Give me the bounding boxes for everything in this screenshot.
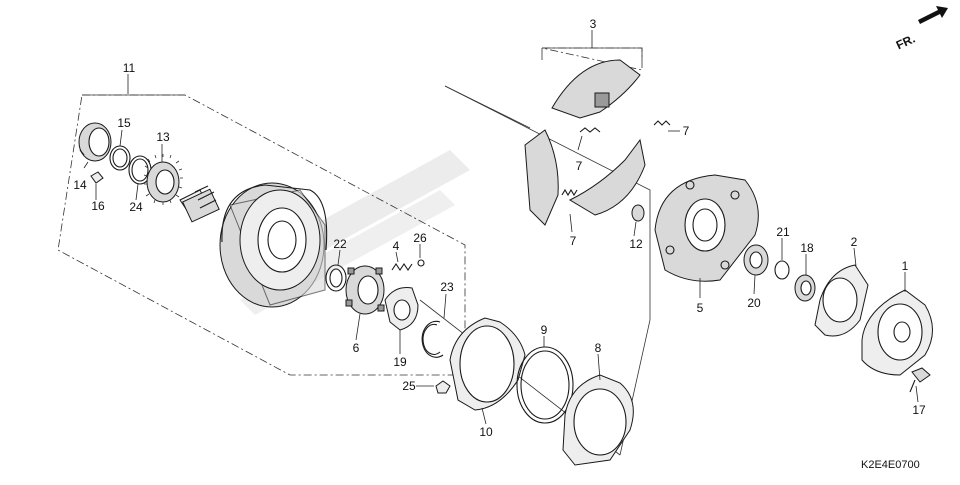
part-17-bolt: [909, 367, 931, 393]
part-23-circlip: [421, 320, 444, 358]
front-direction-label: FR.: [894, 32, 917, 53]
callout-5: 5: [697, 301, 704, 315]
callout-10: 10: [479, 425, 493, 439]
part-8-gasket: [562, 374, 634, 466]
callout-22: 22: [333, 237, 347, 251]
callout-7a: 7: [576, 159, 583, 173]
callout-3: 3: [590, 17, 597, 31]
callout-12: 12: [629, 237, 643, 251]
part-5-drive-plate: [654, 174, 759, 282]
part-6-one-way-clutch: [345, 265, 385, 315]
callout-4: 4: [393, 239, 400, 253]
callout-24: 24: [129, 200, 143, 214]
callout-16: 16: [91, 199, 105, 213]
part-22-ring: [325, 264, 347, 292]
callout-7c: 7: [683, 124, 690, 138]
callout-13: 13: [156, 130, 170, 144]
part-9-o-ring: [516, 346, 574, 424]
part-18-bearing: [794, 274, 816, 302]
callout-19: 19: [393, 355, 407, 369]
part-11-clutch-drum: [179, 182, 328, 308]
part-19-plate: [384, 287, 419, 331]
part-1-cover: [861, 289, 933, 376]
callout-1: 1: [902, 259, 909, 273]
part-3-clutch-shoes: [524, 59, 646, 226]
callout-21: 21: [776, 225, 790, 239]
part-21-washer: [774, 260, 790, 280]
callout-labels: 11 15 13 14 16 24 3 7 7 7 12 5 22 4 26 2…: [73, 17, 926, 439]
part-20-nut: [743, 244, 769, 276]
callout-9: 9: [541, 323, 548, 337]
callout-11: 11: [123, 61, 136, 75]
part-7-spring-b: [561, 188, 578, 197]
part-26-pin: [417, 259, 425, 267]
callout-15: 15: [117, 116, 131, 130]
front-direction-arrow-icon: [918, 6, 948, 24]
callout-17: 17: [912, 403, 926, 417]
part-25-nut: [435, 380, 451, 394]
leader-lines: [83, 30, 919, 425]
part-12-bushing: [631, 204, 645, 222]
part-7-spring-c: [653, 120, 671, 126]
diagram-code: K2E4E0700: [861, 459, 920, 471]
callout-20: 20: [747, 296, 761, 310]
callout-14: 14: [73, 178, 87, 192]
part-14-cup: [78, 122, 112, 162]
callout-26: 26: [413, 231, 427, 245]
callout-6: 6: [353, 341, 360, 355]
callout-2: 2: [851, 235, 858, 249]
callout-23: 23: [440, 280, 454, 294]
callout-18: 18: [800, 241, 814, 255]
part-13-gear: [143, 154, 183, 205]
part-2-gasket: [814, 264, 869, 337]
bracket-3: [541, 47, 643, 60]
part-10-gasket: [449, 317, 526, 411]
part-4-spring: [391, 263, 413, 271]
part-16-nut: [90, 171, 104, 184]
callout-8: 8: [595, 341, 602, 355]
callout-7b: 7: [570, 234, 577, 248]
callout-25: 25: [402, 379, 416, 393]
part-7-spring-a: [579, 127, 601, 133]
